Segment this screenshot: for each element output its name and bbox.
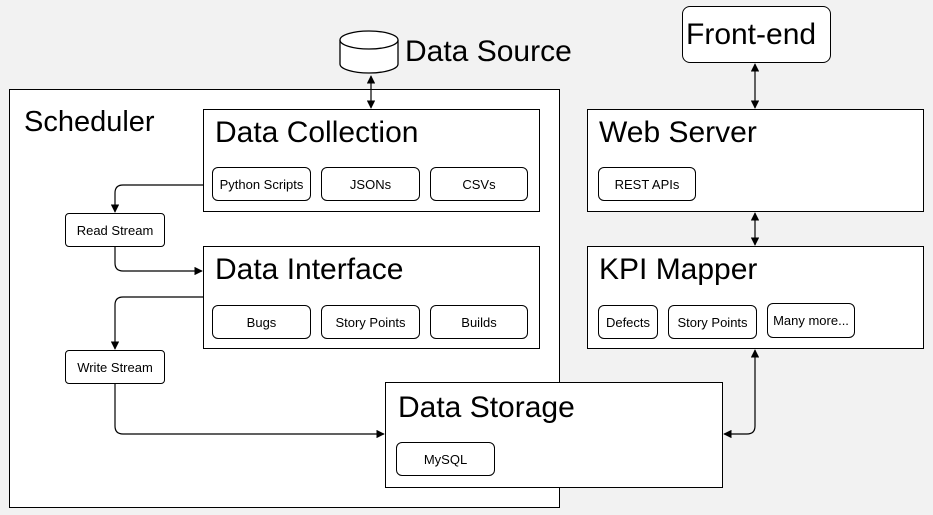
kpi-mapper-title: KPI Mapper <box>599 253 758 286</box>
arrow-collection-readstream <box>110 184 203 213</box>
scheduler-label: Scheduler <box>24 106 155 138</box>
data-source-label: Data Source <box>405 35 572 68</box>
kpi-mapper-item: Many more... <box>767 303 855 338</box>
data-collection-item: CSVs <box>430 167 528 201</box>
data-storage-item: MySQL <box>396 442 495 476</box>
arrow-readstream-interface <box>114 247 203 276</box>
web-server-item: REST APIs <box>598 167 696 201</box>
data-storage-title: Data Storage <box>398 391 575 424</box>
arrow-writestream-storage <box>114 384 385 439</box>
kpi-mapper-item: Story Points <box>668 305 757 339</box>
web-server-title: Web Server <box>599 116 757 149</box>
data-interface-title: Data Interface <box>215 253 404 286</box>
arrow-kpimapper-storage <box>723 349 760 439</box>
data-interface-item: Bugs <box>212 305 311 339</box>
front-end-label: Front-end <box>686 18 817 51</box>
read-stream-box: Read Stream <box>65 213 165 247</box>
data-interface-item: Story Points <box>321 305 420 339</box>
data-collection-item: Python Scripts <box>212 167 311 201</box>
write-stream-box: Write Stream <box>65 350 165 384</box>
kpi-mapper-item: Defects <box>598 305 658 339</box>
arrow-interface-writestream <box>110 296 203 350</box>
front-end-box <box>682 6 831 63</box>
data-collection-item: JSONs <box>321 167 420 201</box>
data-collection-title: Data Collection <box>215 116 419 149</box>
data-interface-item: Builds <box>430 305 528 339</box>
